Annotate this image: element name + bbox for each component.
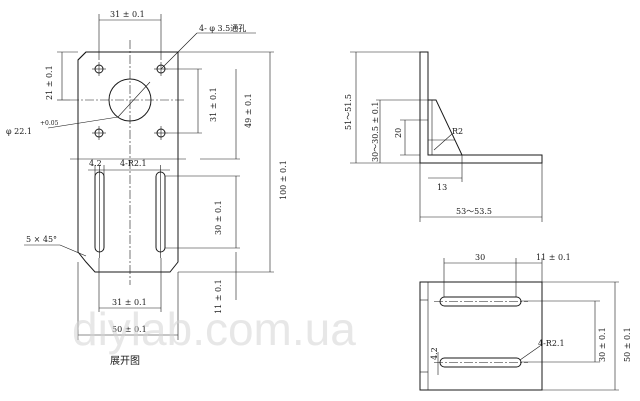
dim-range-30: 30～30.5 ± 0.1 — [371, 101, 380, 162]
dim-slot-4-2: 4.2 — [89, 159, 102, 168]
bottom-outline — [419, 281, 543, 391]
dim-right-30: 30 ± 0.1 — [214, 200, 223, 235]
dim-bottom-4-2: 4.2 — [430, 347, 439, 360]
dim-left-21: 21 ± 0.1 — [45, 65, 54, 100]
dim-bottom-slot-r: 4-R2.1 — [538, 339, 565, 348]
flat-view-caption: 展开图 — [110, 355, 140, 367]
dim-bottom-50: 50 ± 0.1 — [112, 325, 147, 334]
dim-right-49: 49 ± 0.1 — [244, 93, 253, 128]
dim-holes-label: 4- φ 3.5通孔 — [199, 23, 246, 33]
dim-circle-tol: +0.05 — [40, 120, 59, 127]
watermark: diylab.com.ua — [72, 303, 356, 355]
flat-outline — [77, 51, 179, 273]
dim-slot-r: 4-R2.1 — [120, 159, 147, 168]
dim-right-100: 100 ± 0.1 — [279, 160, 288, 200]
dim-bottom-31: 31 ± 0.1 — [112, 298, 147, 307]
bottom-view: 30 11 ± 0.1 4.2 4-R2.1 30 ± 0.1 50 ± 0.1 — [419, 253, 632, 391]
dim-chamfer: 5 × 45° — [26, 235, 57, 244]
dim-width-53: 53～53.5 — [456, 207, 492, 216]
side-view: 51～51.5 30～30.5 ± 0.1 20 R2 13 53～53.5 — [344, 51, 543, 222]
dim-top-31: 31 ± 0.1 — [110, 10, 145, 19]
dim-top-30: 30 — [475, 253, 485, 262]
dim-height-51: 51～51.5 — [344, 94, 353, 130]
dim-radius: R2 — [452, 127, 463, 136]
dim-13: 13 — [437, 183, 447, 192]
dim-mid-31: 31 ± 0.1 — [209, 87, 218, 122]
motor-shaft-hole — [108, 78, 152, 122]
dim-right-11: 11 ± 0.1 — [214, 279, 223, 314]
flat-view: 31 ± 0.1 4- φ 3.5通孔 21 ± 0.1 φ 22.1 +0.0… — [6, 10, 288, 367]
dim-top-11: 11 ± 0.1 — [536, 253, 571, 262]
dim-bottom-right-30: 30 ± 0.1 — [598, 327, 607, 362]
flat-slots — [94, 165, 166, 258]
dim-bottom-right-50: 50 ± 0.1 — [623, 327, 632, 362]
dim-circle-label: φ 22.1 — [6, 127, 32, 136]
dim-20: 20 — [394, 128, 403, 138]
